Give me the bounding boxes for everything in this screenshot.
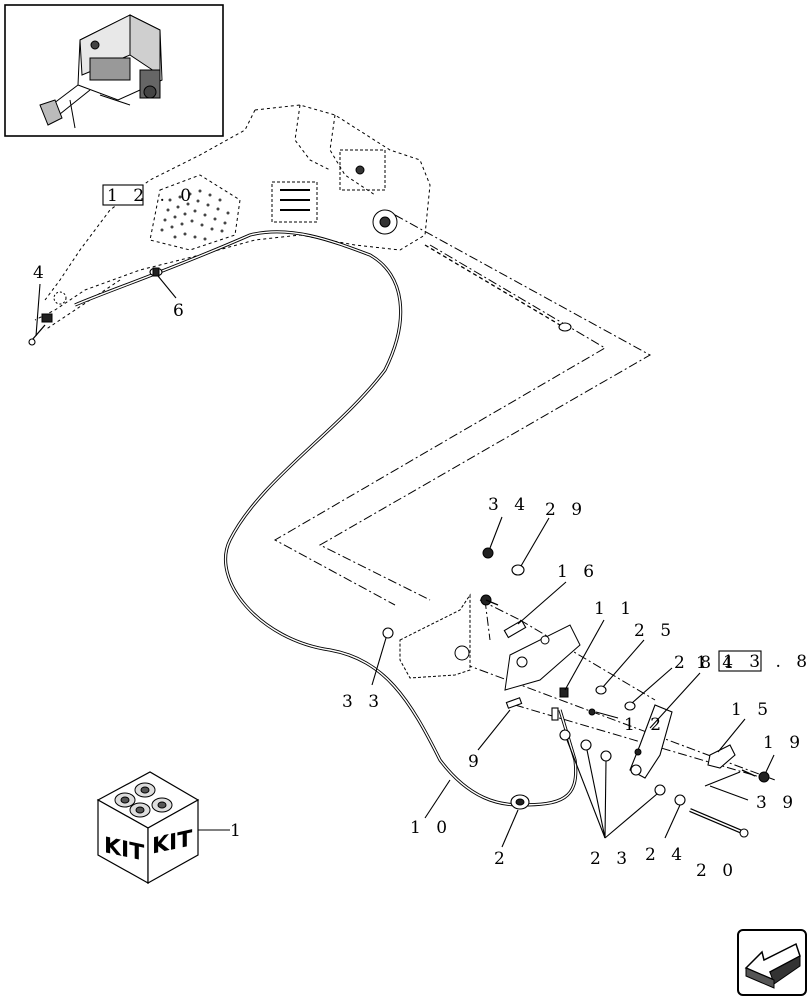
previous-page-arrow-icon[interactable] [737,929,807,996]
fitting-11 [559,687,569,698]
reference-label-12: 1 2 . 0 [107,186,196,206]
baler-thumbnail-icon[interactable] [4,4,224,137]
hose-end-39 [741,769,756,777]
fitting-15 [707,744,736,769]
callout-24: 2 4 [645,845,687,865]
washers-23 [559,729,666,796]
kit-box-icon[interactable]: KIT KIT [96,771,200,885]
clamp-2 [510,794,530,810]
washer-28 [624,701,636,711]
callout-28: 2 8 [674,653,716,673]
bolt-20 [689,808,749,838]
tongue-mesh [149,174,241,251]
callout-1: 1 [230,821,246,841]
callout-39: 3 9 [756,793,798,813]
callout-14: 1 4 [696,653,738,673]
gearbox-phantom [271,149,398,235]
hose-fitting [551,707,559,721]
callout-11: 1 1 [594,599,636,619]
callout-33: 3 3 [342,692,384,712]
callout-4: 4 [33,263,49,283]
callout-2: 2 [494,849,510,869]
remote-cable-10 [74,230,578,807]
nut-19 [758,771,770,783]
callout-19: 1 9 [763,733,805,753]
callout-20: 2 0 [696,861,738,881]
washer-33 [382,627,394,639]
callout-9: 9 [468,752,484,772]
callout-25: 2 5 [634,621,676,641]
cylinder-14 [629,704,673,779]
reference-label-13: 1 3 . 8 2 1 [723,652,812,672]
washer-25 [595,685,607,695]
callout-16: 1 6 [557,562,599,582]
cable-end-4 [28,313,53,346]
callout-10: 1 0 [410,818,452,838]
callout-29: 2 9 [545,500,587,520]
baler-frame-phantom [34,104,431,331]
pin-16 [503,619,527,639]
callout-12: 1 2 [624,715,666,735]
screw-12 [588,708,596,716]
callout-15: 1 5 [731,700,773,720]
nut-34 [482,547,494,559]
reference-box-13[interactable]: 1 3 . 8 2 1 [718,650,812,672]
callout-34: 3 4 [488,495,530,515]
pin-9 [505,697,523,709]
reference-box-12[interactable]: 1 2 . 0 [102,184,196,206]
callout-6: 6 [173,301,189,321]
callout-23: 2 3 [590,849,632,869]
bolt-upper [480,594,499,606]
clip-6 [149,267,163,277]
washer-29 [511,564,525,576]
leader-lines [35,275,775,848]
washer-24 [674,794,686,806]
mounting-bracket [399,593,581,691]
